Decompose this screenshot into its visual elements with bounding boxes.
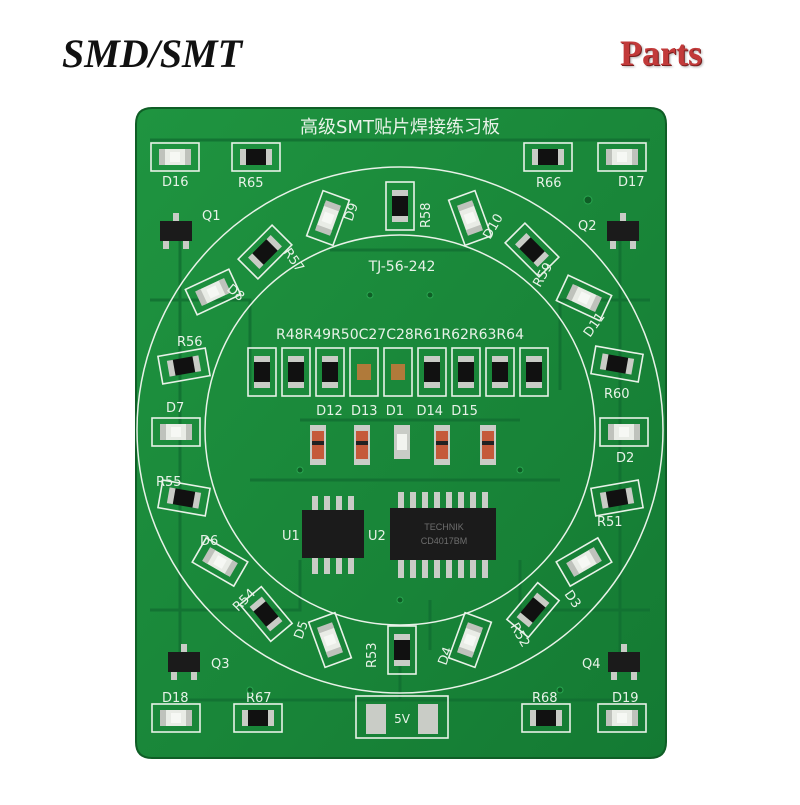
parts-title: Parts <box>620 33 702 73</box>
label-r68: R68 <box>532 691 558 706</box>
label-r66: R66 <box>536 176 562 191</box>
ic-u2-marking: TECHNIK <box>424 522 464 532</box>
label-d5: D5 <box>292 619 312 641</box>
transistor-q2 <box>607 213 639 249</box>
label-resistor-row: R48R49R50C27C28R61R62R63R64 <box>276 327 524 343</box>
ic-u2: TECHNIK CD4017BM <box>390 492 496 578</box>
label-d9: D9 <box>342 201 362 223</box>
label-diode-row: D12 D13 D1 D14 D15 <box>316 404 478 419</box>
label-r67: R67 <box>246 691 272 706</box>
label-d16: D16 <box>162 175 189 190</box>
label-q4: Q4 <box>582 657 601 672</box>
ic-u2-marking-2: CD4017BM <box>421 536 468 546</box>
label-d2: D2 <box>616 451 634 466</box>
label-r51: R51 <box>597 515 623 530</box>
label-q2: Q2 <box>578 219 597 234</box>
label-r58: R58 <box>419 202 434 228</box>
label-r53: R53 <box>365 642 380 668</box>
label-q3: Q3 <box>211 657 230 672</box>
outer-ring <box>136 166 664 694</box>
label-u1: U1 <box>282 529 300 544</box>
board-title: 高级SMT贴片焊接练习板 <box>300 117 500 138</box>
transistor-q4 <box>608 644 640 680</box>
label-r65: R65 <box>238 176 264 191</box>
label-u2: U2 <box>368 529 386 544</box>
label-5v: 5V <box>394 712 411 726</box>
label-r60: R60 <box>604 387 630 402</box>
label-d18: D18 <box>162 691 189 706</box>
vias <box>246 195 593 694</box>
label-d17: D17 <box>618 175 645 190</box>
label-r56: R56 <box>177 335 203 350</box>
inner-resistor-row <box>247 347 549 397</box>
label-d19: D19 <box>612 691 639 706</box>
smd-smt-title: SMD/SMT <box>62 31 243 76</box>
label-q1: Q1 <box>202 209 221 224</box>
label-r55: R55 <box>156 475 182 490</box>
transistor-q3 <box>168 644 200 680</box>
diode-row <box>310 425 496 465</box>
label-d7: D7 <box>166 401 184 416</box>
pcb-traces <box>150 138 650 702</box>
power-pads-5v <box>355 695 449 739</box>
transistor-q1 <box>160 213 192 249</box>
ic-u1 <box>302 496 364 574</box>
inner-ring <box>204 234 596 626</box>
board-model: TJ-56-242 <box>368 259 436 275</box>
label-d4: D4 <box>436 645 456 667</box>
label-d6: D6 <box>200 534 218 549</box>
